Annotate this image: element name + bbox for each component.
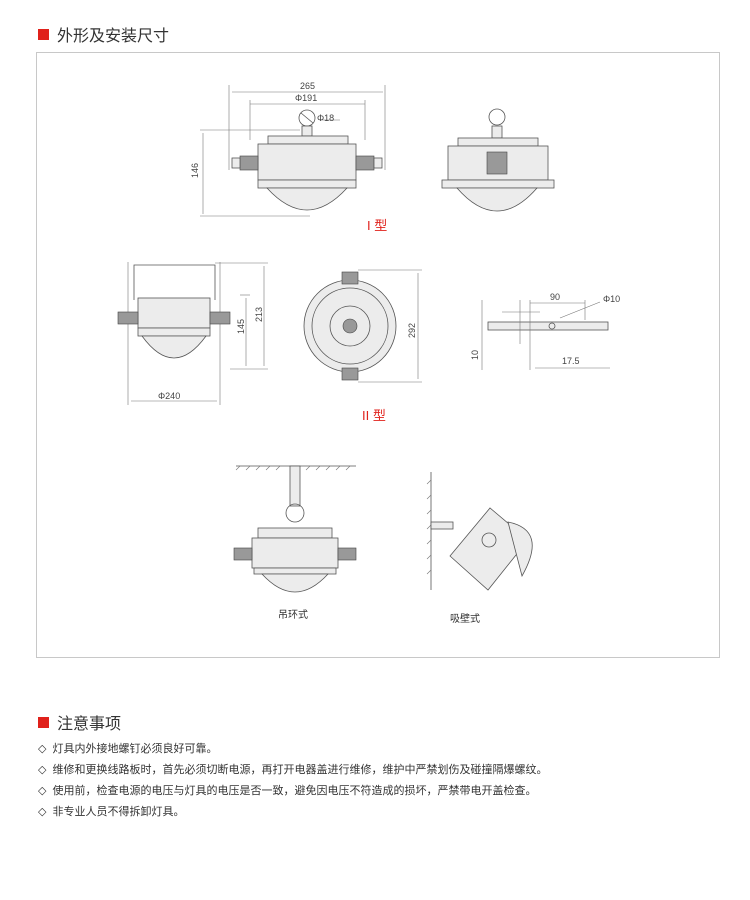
bracket-detail: 90 Φ10 10 17.5 [470, 292, 620, 370]
type2-label: II 型 [362, 408, 386, 423]
list-item: ◇ 使用前，检查电源的电压与灯具的电压是否一致，避免因电压不符造成的损坏，严禁带电… [38, 780, 547, 801]
diamond-bullet-icon: ◇ [38, 742, 47, 755]
section-title-notes: 注意事项 [38, 710, 121, 734]
diamond-bullet-icon: ◇ [38, 805, 47, 818]
dim-length: 90 [550, 292, 560, 302]
dim-height: 146 [190, 163, 200, 178]
red-square-icon [38, 716, 49, 728]
section-title-text: 外形及安装尺寸 [57, 26, 170, 45]
list-item: ◇ 维修和更换线路板时，首先必须切断电源，再打开电器盖进行维修，维护中严禁划伤及碰… [38, 759, 547, 780]
drawing-panel [36, 52, 720, 658]
dim-height-body: 145 [236, 319, 246, 334]
ring-mount-drawing: 吊环式 [233, 465, 357, 621]
notes-list: ◇ 灯具内外接地螺钉必须良好可靠。 ◇ 维修和更换线路板时，首先必须切断电源，再打开… [38, 738, 547, 822]
type2-front-view: Φ240 213 145 [117, 262, 268, 405]
dim-ring-dia: Φ18 [317, 113, 334, 123]
dim-dia: Φ240 [158, 391, 180, 401]
wall-mount-drawing: 吸壁式 [426, 472, 533, 625]
dim-top-dia: 292 [407, 323, 417, 338]
list-item: ◇ 非专业人员不得拆卸灯具。 [38, 801, 547, 822]
dim-height-total: 213 [254, 307, 264, 322]
dim-width: 265 [300, 81, 315, 91]
section-title-text: 注意事项 [57, 714, 122, 733]
red-square-icon [38, 28, 49, 40]
ring-mount-label: 吊环式 [278, 608, 308, 621]
type1-side-view [441, 108, 555, 212]
dim-inner-dia: Φ191 [295, 93, 317, 103]
type1-front-view: 265 Φ191 Φ18 146 I 型 [190, 81, 387, 233]
dim-hole: Φ10 [603, 294, 620, 304]
note-text: 灯具内外接地螺钉必须良好可靠。 [52, 742, 218, 755]
dim-thickness: 10 [470, 350, 480, 360]
note-text: 使用前，检查电源的电压与灯具的电压是否一致，避免因电压不符造成的损坏，严禁带电开… [52, 784, 537, 797]
dim-offset: 17.5 [562, 356, 580, 366]
type1-label: I 型 [367, 218, 387, 233]
list-item: ◇ 灯具内外接地螺钉必须良好可靠。 [38, 738, 547, 759]
type2-top-view: 292 II 型 [303, 269, 422, 423]
section-title-dimensions: 外形及安装尺寸 [38, 22, 169, 46]
note-text: 维修和更换线路板时，首先必须切断电源，再打开电器盖进行维修，维护中严禁划伤及碰撞… [52, 763, 548, 776]
diamond-bullet-icon: ◇ [38, 784, 47, 797]
diamond-bullet-icon: ◇ [38, 763, 47, 776]
note-text: 非专业人员不得拆卸灯具。 [52, 805, 185, 818]
wall-mount-label: 吸壁式 [450, 612, 480, 625]
